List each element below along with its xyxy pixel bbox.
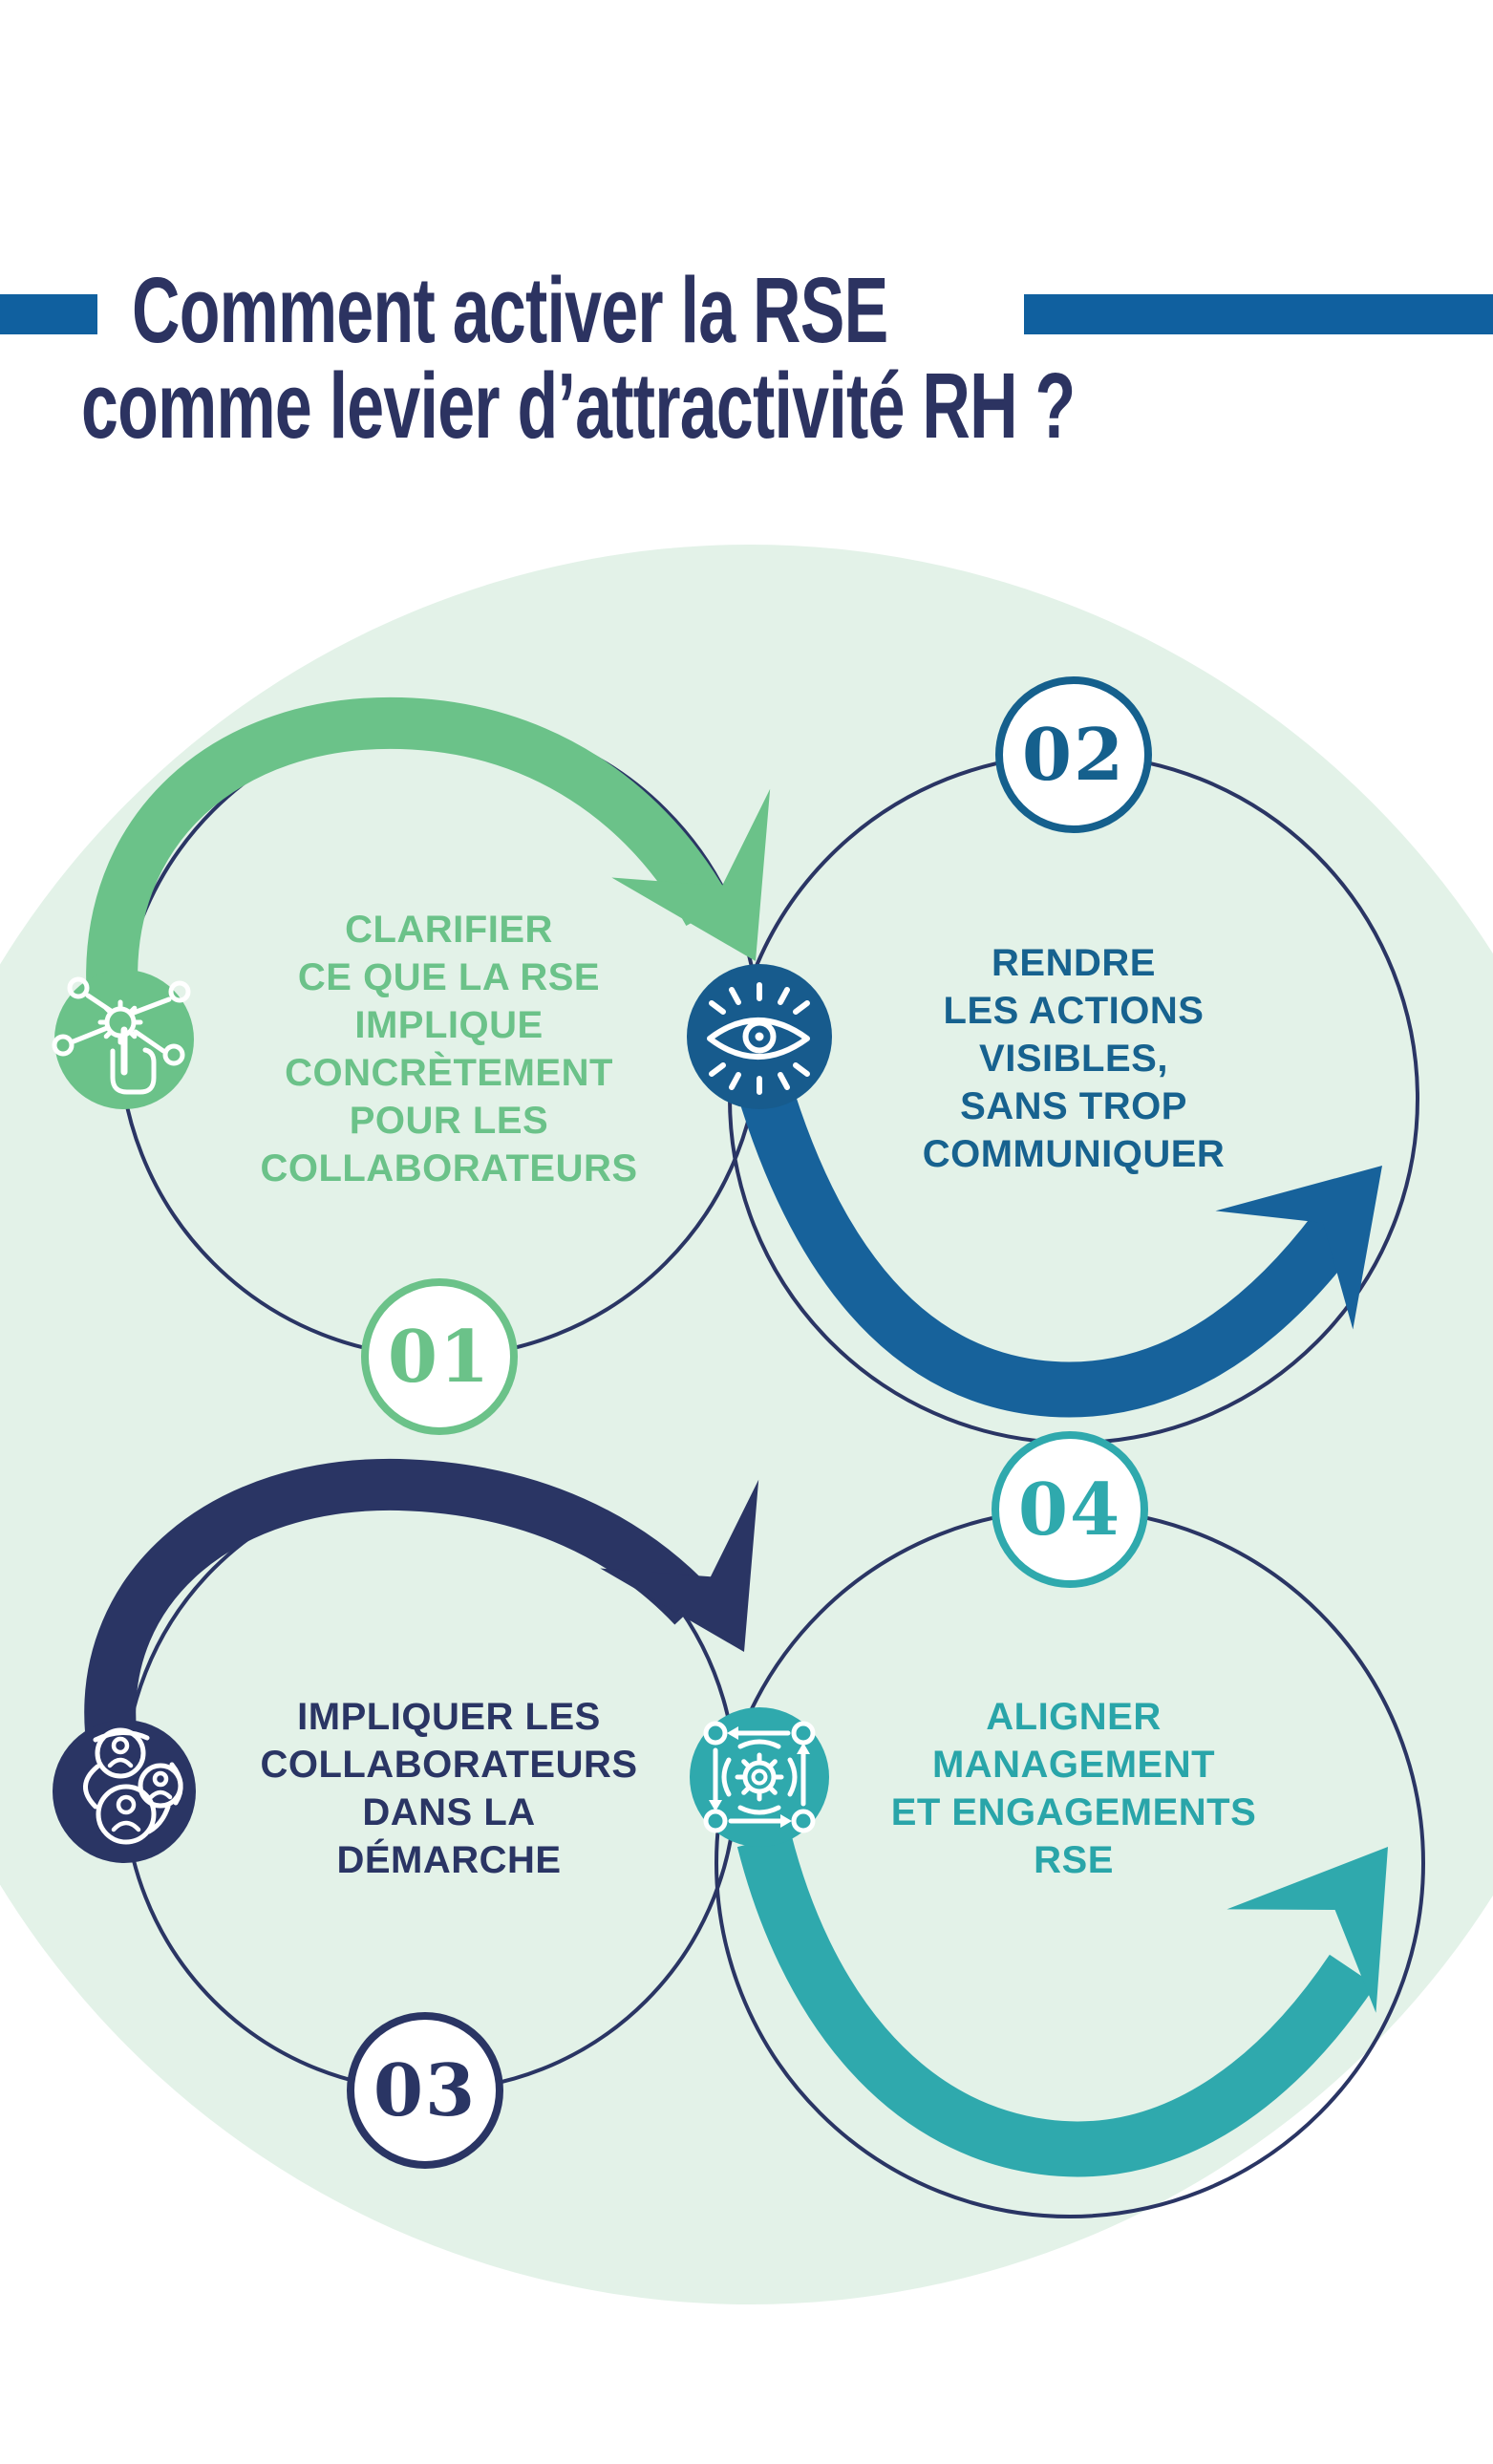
step-01-number: 01: [387, 1315, 492, 1399]
touch-network-icon: [52, 976, 191, 1095]
step-04-number: 04: [1017, 1468, 1122, 1552]
step-03-badge: [347, 2012, 503, 2169]
step-03-arrow: [84, 1458, 713, 1734]
title-accent-bar-right: [1024, 294, 1493, 334]
team-icon: [83, 1727, 183, 1845]
step-02-label: RENDRE LES ACTIONS VISIBLES, SANS TROP C…: [922, 942, 1226, 1175]
step-01-arrow: [86, 696, 732, 1000]
step-01-arrowhead: [611, 788, 771, 961]
step-02-number: 02: [1021, 713, 1126, 797]
background-circle: [0, 545, 1493, 2304]
step-04-arrowhead: [1226, 1847, 1388, 2013]
step-04-label: ALIGNER MANAGEMENT ET ENGAGEMENTS RSE: [890, 1696, 1257, 1881]
step-04-icon-circle: [690, 1707, 829, 1847]
title-accent-bar-left: [0, 294, 97, 334]
step-02-arrowhead: [1215, 1166, 1382, 1330]
step-01-badge: [361, 1278, 518, 1435]
step-04-badge: [992, 1431, 1148, 1588]
step-03-arrowhead: [600, 1479, 759, 1652]
step-badges: [347, 676, 1152, 2169]
flow-arrows: [84, 696, 1388, 2177]
step-03-label: IMPLIQUER LES COLLABORATEURS DANS LA DÉM…: [260, 1696, 638, 1881]
step-04-arrow: [736, 1832, 1376, 2177]
step-01-label: CLARIFIER CE QUE LA RSE IMPLIQUE CONCRÈT…: [260, 909, 638, 1189]
step-03-icon-circle: [53, 1720, 196, 1863]
step-03-number: 03: [373, 2048, 478, 2132]
step-02-arrow: [736, 1073, 1358, 1418]
step-02-badge: [995, 676, 1152, 833]
process-gear-icon: [703, 1721, 816, 1833]
eye-icon: [707, 982, 810, 1095]
page-title-line-1: Comment activer la RSE: [132, 258, 888, 362]
page-title-line-2: comme levier d’attractivité RH ?: [81, 354, 1076, 458]
